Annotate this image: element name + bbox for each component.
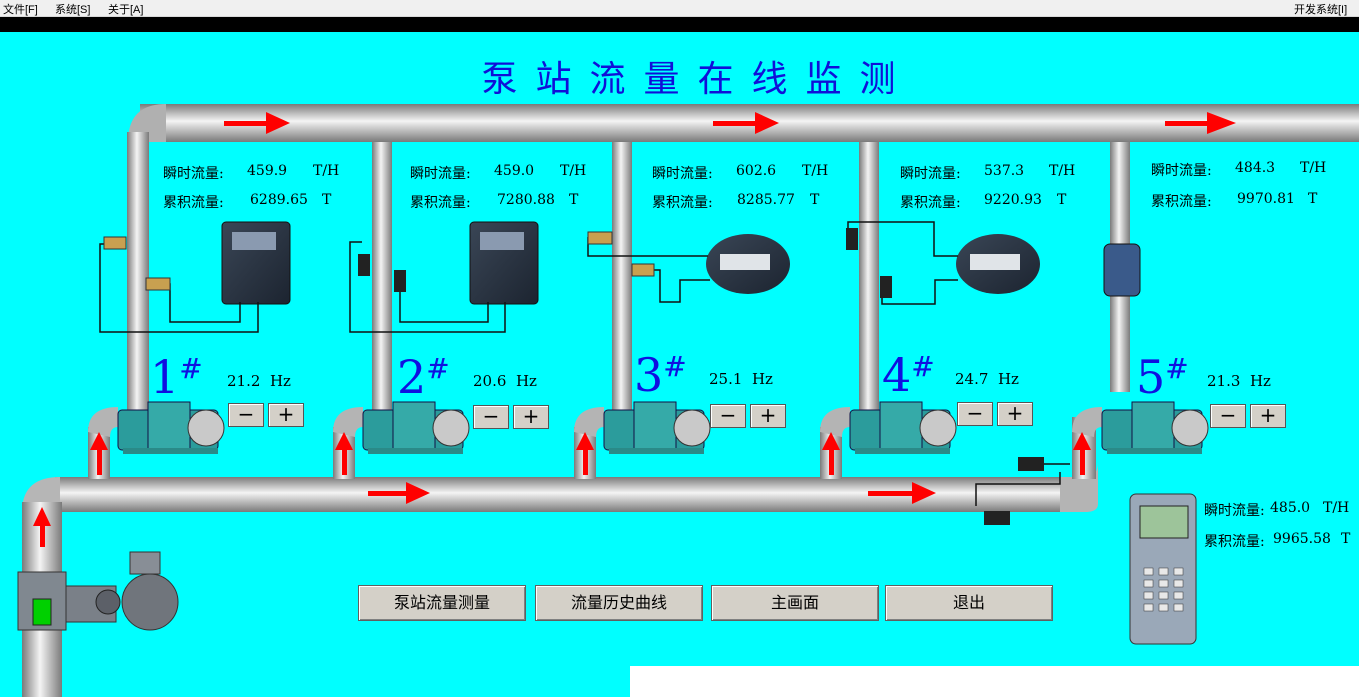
station-5-cum-value: 9970.81 xyxy=(1237,191,1295,207)
station-1-cum-label: 累积流量: xyxy=(163,195,224,211)
menu-system[interactable]: 系统[S] xyxy=(55,4,91,16)
station-4-inst-value: 537.3 xyxy=(984,163,1025,179)
scada-canvas: 泵站流量在线监测 瞬时流量: 459.9 T/H 累积流量: 6289.65 T… xyxy=(0,32,1359,697)
pump-5-number: 5# xyxy=(1136,350,1189,404)
page-title: 泵站流量在线监测 xyxy=(481,59,914,100)
exit-button[interactable]: 退出 xyxy=(885,585,1053,621)
station-5-cum-unit: T xyxy=(1308,191,1318,207)
station-2-inst-unit: T/H xyxy=(560,163,587,179)
station-3-cum-label: 累积流量: xyxy=(652,195,713,211)
station-1-inst-value: 459.9 xyxy=(247,163,288,179)
main-screen-button[interactable]: 主画面 xyxy=(711,585,879,621)
total-inst-unit: T/H xyxy=(1323,500,1350,516)
pump-5-decrease-button[interactable]: − xyxy=(1210,404,1246,428)
station-1-inst-label: 瞬时流量: xyxy=(163,166,224,182)
station-1-cum-unit: T xyxy=(322,192,332,208)
pump-1-number: 1# xyxy=(150,350,203,404)
station-4-cum-unit: T xyxy=(1057,192,1067,208)
station-5-inst-label: 瞬时流量: xyxy=(1151,163,1212,179)
total-inst-label: 瞬时流量: xyxy=(1204,503,1265,519)
pump-5-frequency: 21.3 Hz xyxy=(1207,372,1271,390)
station-5-inst-unit: T/H xyxy=(1300,160,1327,176)
station-5-inst-value: 484.3 xyxy=(1235,160,1276,176)
pumps xyxy=(117,401,1209,454)
station-3-inst-value: 602.6 xyxy=(736,163,777,179)
pipeline-diagram xyxy=(17,104,1359,697)
menu-file[interactable]: 文件[F] xyxy=(3,4,38,16)
flow-meters xyxy=(221,221,1141,305)
pump-4-number: 4# xyxy=(882,348,935,402)
total-cum-label: 累积流量: xyxy=(1204,534,1265,550)
station-2-cum-label: 累积流量: xyxy=(410,195,471,211)
pump-4-increase-button[interactable]: + xyxy=(997,402,1033,426)
menu-bar: 文件[F] 系统[S] 关于[A] 开发系统[I] xyxy=(0,0,1359,17)
flow-measure-button[interactable]: 泵站流量测量 xyxy=(358,585,526,621)
station-2-inst-value: 459.0 xyxy=(494,163,535,179)
pump-2-number: 2# xyxy=(397,350,450,404)
pump-4-frequency: 24.7 Hz xyxy=(955,370,1019,388)
pump-2-increase-button[interactable]: + xyxy=(513,405,549,429)
pump-2-decrease-button[interactable]: − xyxy=(473,405,509,429)
station-3-inst-unit: T/H xyxy=(802,163,829,179)
station-5-cum-label: 累积流量: xyxy=(1151,194,1212,210)
station-3-cum-value: 8285.77 xyxy=(737,192,795,208)
station-2-cum-value: 7280.88 xyxy=(497,192,555,208)
pump-3-increase-button[interactable]: + xyxy=(750,404,786,428)
station-2-inst-label: 瞬时流量: xyxy=(410,166,471,182)
station-2-cum-unit: T xyxy=(569,192,579,208)
total-cum-value: 9965.58 xyxy=(1273,531,1331,547)
pump-2-frequency: 20.6 Hz xyxy=(473,372,537,390)
inlet-valve xyxy=(17,551,179,631)
pump-5-increase-button[interactable]: + xyxy=(1250,404,1286,428)
pump-1-increase-button[interactable]: + xyxy=(268,403,304,427)
title-strip xyxy=(0,17,1359,32)
station-3-cum-unit: T xyxy=(810,192,820,208)
status-area xyxy=(630,666,1359,697)
station-4-inst-label: 瞬时流量: xyxy=(900,166,961,182)
pump-3-number: 3# xyxy=(634,348,687,402)
pump-1-decrease-button[interactable]: − xyxy=(228,403,264,427)
menu-about[interactable]: 关于[A] xyxy=(108,4,144,16)
menu-dev-system[interactable]: 开发系统[I] xyxy=(1294,4,1348,16)
station-4-cum-label: 累积流量: xyxy=(900,195,961,211)
total-cum-unit: T xyxy=(1341,531,1351,547)
pump-3-decrease-button[interactable]: − xyxy=(710,404,746,428)
sensors xyxy=(103,231,655,291)
clamp-sensors xyxy=(358,228,1044,525)
flow-history-button[interactable]: 流量历史曲线 xyxy=(535,585,703,621)
pump-4-decrease-button[interactable]: − xyxy=(957,402,993,426)
total-inst-value: 485.0 xyxy=(1270,500,1311,516)
pump-1-frequency: 21.2 Hz xyxy=(227,372,291,390)
station-3-inst-label: 瞬时流量: xyxy=(652,166,713,182)
station-1-cum-value: 6289.65 xyxy=(250,192,308,208)
station-4-inst-unit: T/H xyxy=(1049,163,1076,179)
flow-arrows xyxy=(33,112,1236,547)
station-4-cum-value: 9220.93 xyxy=(984,192,1042,208)
pump-3-frequency: 25.1 Hz xyxy=(709,370,773,388)
station-1-inst-unit: T/H xyxy=(313,163,340,179)
handheld-meter xyxy=(1129,493,1197,645)
